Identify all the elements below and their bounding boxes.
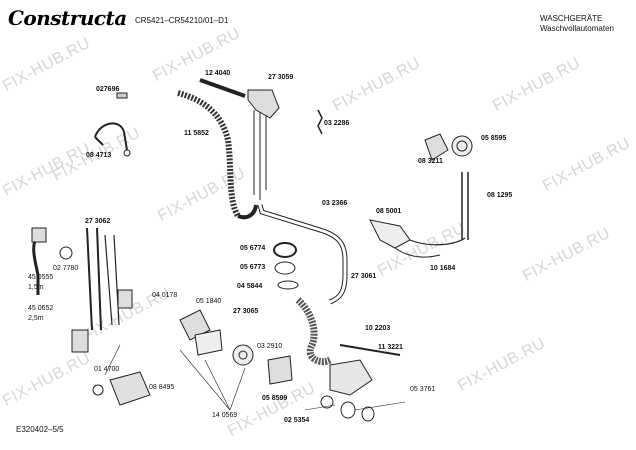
part-label: 12 4040: [205, 70, 231, 77]
part-03-2910: [267, 355, 293, 385]
seal-05-8599: [320, 395, 334, 409]
part-label: 1,5m: [28, 284, 44, 291]
part-label: 03 2910: [257, 343, 283, 350]
part-label: 03 2366: [322, 200, 348, 207]
hose-11-5852: [177, 90, 241, 218]
part-08-3211: [424, 133, 449, 161]
part-label: 2,5m: [28, 315, 44, 322]
part-label: 27 3061: [351, 273, 377, 280]
brand-logo: Constructa: [8, 6, 127, 30]
category-title: WASCHGERÄTE: [540, 14, 603, 23]
part-label: 45 0555: [28, 274, 54, 281]
part-label: 04 0178: [152, 292, 178, 299]
part-label: 05 3761: [410, 386, 436, 393]
pipe-27-3061: [257, 204, 348, 305]
pressure-switch-05-8595: [451, 135, 473, 157]
part-label: 10 1684: [430, 265, 456, 272]
ring-05-6773: [274, 261, 296, 275]
tube-08-1295: [461, 172, 469, 240]
part-label: 05 6774: [240, 245, 266, 252]
part-label: 14 0569: [212, 412, 238, 419]
part-label: 05 8595: [481, 135, 507, 142]
bracket-08-4713: [94, 122, 128, 151]
part-01-4700: [92, 384, 104, 396]
part-label: 02 7780: [53, 265, 79, 272]
ring-02-7780: [59, 246, 73, 260]
tube-12-4040: [199, 78, 246, 98]
panel-45-0652: [71, 329, 89, 353]
category-subtitle: Waschvollautomaten: [540, 24, 614, 33]
part-label: 08 5001: [376, 208, 402, 215]
model-number: CR5421–CR54210/01–D1: [135, 16, 229, 25]
part-label: 10 2203: [365, 325, 391, 332]
valve-08-8495: [109, 371, 151, 406]
part-label: 27 3062: [85, 218, 111, 225]
fan-04-0178: [179, 309, 211, 341]
dispenser-27-3059: [247, 89, 280, 119]
part-label: 11 3221: [378, 344, 403, 351]
part-label: 08 1295: [487, 192, 513, 199]
pipe-27-3062: [86, 227, 102, 331]
ring-05-3761: [340, 401, 356, 419]
part-label: 08 4713: [86, 152, 112, 159]
part-label: 027696: [96, 86, 120, 93]
part-label: 45 0652: [28, 305, 54, 312]
part-label: 27 3059: [268, 74, 294, 81]
part-label: 05 8599: [262, 395, 288, 402]
part-label: 05 6773: [240, 264, 266, 271]
part-label: 04 5844: [237, 283, 263, 290]
part-label: 11 5852: [184, 130, 209, 137]
part-label: 27 3065: [233, 308, 259, 315]
hose-27-3065: [295, 297, 332, 366]
document-code: E320402–5/5: [16, 425, 64, 434]
rotor-05-1840: [232, 344, 254, 366]
seal-05-6774: [273, 242, 297, 258]
ring-04-5844: [277, 280, 299, 290]
part-label: 05 1840: [196, 298, 222, 305]
bracket-08-5001: [369, 219, 411, 249]
part-label: 08 8495: [149, 384, 175, 391]
part-027696: [116, 92, 128, 99]
part-label: 01 4700: [94, 366, 120, 373]
part-label: 03 2286: [324, 120, 350, 127]
part-label: 08 3211: [418, 158, 443, 165]
rod-10-2203: [339, 344, 401, 356]
part-label: 02 5354: [284, 417, 310, 424]
pump-housing: [329, 359, 373, 396]
